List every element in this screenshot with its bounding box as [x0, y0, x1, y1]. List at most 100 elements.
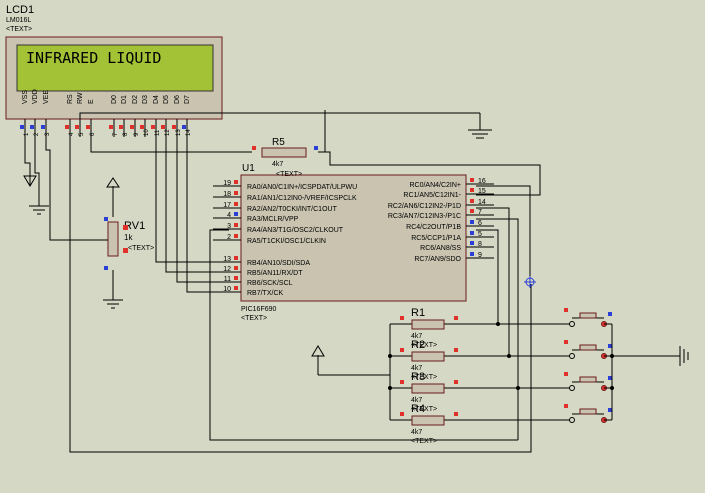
resistor-pin — [454, 316, 458, 320]
mcu-left-pin-name: RA4/AN3/T1G/OSC2/CLKOUT — [247, 227, 344, 234]
mcu-right-pin-number: 9 — [478, 252, 482, 259]
pushbutton[interactable] — [564, 372, 612, 391]
ground-symbol-switches — [612, 346, 689, 366]
resistor-r3[interactable]: R3 4k7 <TEXT> — [390, 371, 570, 413]
pushbutton[interactable] — [564, 340, 612, 359]
rv1-pin — [123, 225, 128, 230]
rv1-text-tag: <TEXT> — [128, 245, 154, 252]
lcd-pin-number: 12 — [165, 129, 171, 136]
switch-pin — [608, 344, 612, 348]
r5-value: 4k7 — [272, 161, 283, 168]
resistor-text-tag: <TEXT> — [411, 374, 437, 381]
switch-contact — [569, 353, 575, 359]
pushbutton[interactable] — [564, 404, 612, 423]
resistor-bank[interactable]: R14k7<TEXT>R24k7<TEXT>R34k7<TEXT>R44k7<T… — [390, 307, 570, 445]
mcu-left-pin-marker — [234, 266, 238, 270]
resistor-text-tag: <TEXT> — [411, 406, 437, 413]
switch-contact — [569, 417, 575, 423]
resistor-body — [411, 415, 445, 426]
mcu-left-pin-number: 2 — [227, 234, 231, 241]
potentiometer-rv1[interactable]: RV1 1k <TEXT> — [104, 217, 154, 270]
rv1-pin — [104, 266, 108, 270]
lcd-pin-row: VSS1VDD2VEE3RS4RW5E6D07D18D29D310D411D51… — [20, 89, 192, 137]
lcd-pin-marker — [75, 125, 79, 129]
lcd-ref: LCD1 — [6, 4, 34, 16]
lcd-pin-name: VSS — [22, 90, 29, 104]
resistor-pin — [400, 380, 404, 384]
mcu-right-pin-name: RC7/AN9/SDO — [414, 256, 461, 263]
mcu-pic16f690[interactable]: U1 PIC16F690 <TEXT> 19RA0/AN0/C1IN+/ICSP… — [213, 163, 494, 322]
lcd-pin-marker — [41, 125, 45, 129]
mcu-left-pin-marker — [234, 286, 238, 290]
mcu-left-pins: 19RA0/AN0/C1IN+/ICSPDAT/ULPWU18RA1/AN1/C… — [213, 180, 357, 297]
lcd-pin-name: D7 — [184, 95, 191, 104]
pushbutton-bank[interactable] — [564, 308, 612, 423]
mcu-left-pin-name: RA3/MCLR/VPP — [247, 216, 299, 223]
resistor-value: 4k7 — [411, 397, 422, 404]
lcd-pin-name: D4 — [153, 95, 160, 104]
lcd-pin-marker — [151, 125, 155, 129]
r5-text-tag: <TEXT> — [276, 171, 302, 178]
resistor-pin — [400, 412, 404, 416]
lcd-pin-marker — [65, 125, 69, 129]
mcu-left-pin-name: RB6/SCK/SCL — [247, 280, 293, 287]
lcd-module[interactable]: LCD1 LM016L <TEXT> INFRARED LIQUID VSS1V… — [5, 4, 223, 137]
ground-symbol-top-right — [468, 113, 492, 139]
lcd-pin-number: 14 — [186, 129, 192, 136]
lcd-pin-number: 9 — [134, 132, 140, 136]
mcu-right-pin-number: 14 — [478, 199, 486, 206]
lcd-pin-name: D3 — [142, 95, 149, 104]
mcu-right-pin-marker — [470, 220, 474, 224]
lcd-pin-marker — [172, 125, 176, 129]
mcu-left-pin-number: 13 — [223, 256, 231, 263]
lcd-pin-number: 4 — [69, 132, 75, 136]
lcd-model: LM016L — [6, 17, 31, 24]
lcd-pin-name: E — [88, 99, 95, 104]
resistor-ref: R4 — [411, 403, 425, 415]
lcd-pin-number: 10 — [144, 129, 150, 136]
lcd-pin-number: 1 — [24, 132, 30, 136]
mcu-right-pin-marker — [470, 241, 474, 245]
lcd-pin-marker — [109, 125, 113, 129]
resistor-ref: R3 — [411, 371, 425, 383]
lcd-pin-name: VEE — [43, 90, 50, 104]
resistor-value: 4k7 — [411, 333, 422, 340]
power-arrow-pot — [106, 177, 120, 217]
switch-cap — [579, 312, 597, 319]
mcu-left-pin-marker — [234, 180, 238, 184]
switch-cap — [579, 376, 597, 383]
lcd-pin-marker — [130, 125, 134, 129]
mcu-left-pin-marker — [234, 202, 238, 206]
resistor-body — [411, 351, 445, 362]
resistor-r5[interactable]: R5 4k7 <TEXT> — [252, 137, 318, 178]
power-arrow-lcd — [23, 170, 37, 187]
mcu-right-pin-name: RC6/AN8/SS — [420, 245, 461, 252]
resistor-pin — [400, 316, 404, 320]
resistor-pin — [400, 348, 404, 352]
lcd-text-tag: <TEXT> — [6, 26, 32, 33]
probe-marker[interactable] — [524, 276, 536, 288]
lcd-pin-number: 13 — [176, 129, 182, 136]
rv1-ref: RV1 — [124, 220, 145, 232]
mcu-left-pin-name: RA1/AN1/C12IN0-/VREF/ICSPCLK — [247, 195, 357, 202]
resistor-body — [411, 319, 445, 330]
r5-pin-right — [314, 146, 318, 150]
lcd-screen — [16, 44, 214, 92]
mcu-right-pins: 16RC0/AN4/C2IN+15RC1/AN5/C12IN1-14RC2/AN… — [388, 178, 494, 263]
resistor-pin — [454, 380, 458, 384]
resistor-pin — [454, 348, 458, 352]
switch-pin — [608, 408, 612, 412]
lcd-pin-number: 8 — [123, 132, 129, 136]
resistor-body — [411, 383, 445, 394]
rv1-pin — [104, 217, 108, 221]
resistor-pin — [454, 412, 458, 416]
mcu-right-pin-number: 16 — [478, 178, 486, 185]
pushbutton[interactable] — [564, 308, 612, 327]
mcu-left-pin-marker — [234, 234, 238, 238]
mcu-right-pin-marker — [470, 188, 474, 192]
